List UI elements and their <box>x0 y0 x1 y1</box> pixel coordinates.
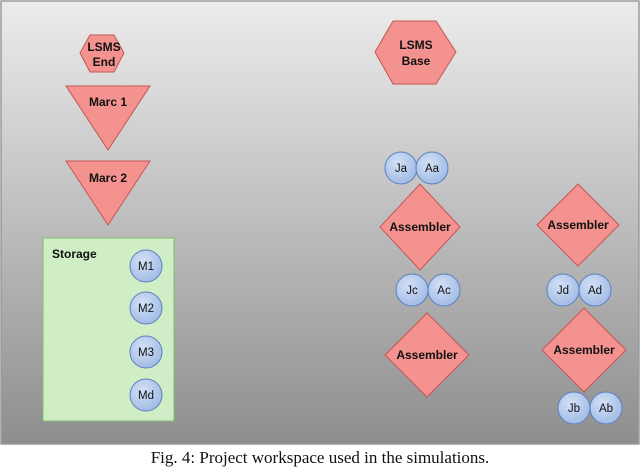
workspace-canvas: LSMS End LSMS Base Marc 1 Marc 2 Storage… <box>0 0 640 445</box>
circle-ac: Ac <box>427 273 461 307</box>
circle-ac-label: Ac <box>437 285 451 297</box>
storage-slot-m2: M2 <box>129 291 163 325</box>
storage-slot-m3-label: M3 <box>138 347 154 359</box>
marc2-node: Marc 2 <box>65 160 151 226</box>
assembler-1-label: Assembler <box>389 220 451 234</box>
assembler-1-node: Assembler <box>379 183 461 271</box>
project-workspace: LSMS End LSMS Base Marc 1 Marc 2 Storage… <box>0 0 640 445</box>
assembler-3-label: Assembler <box>547 218 609 232</box>
marc1-label: Marc 1 <box>89 95 127 109</box>
storage-slot-m3: M3 <box>129 335 163 369</box>
storage-slot-m1: M1 <box>129 249 163 283</box>
storage-slot-md-label: Md <box>138 390 154 402</box>
lsms-base-label-2: Base <box>402 54 431 68</box>
storage-slot-m1-label: M1 <box>138 261 154 273</box>
assembler-2-label: Assembler <box>396 348 458 362</box>
circle-jd-label: Jd <box>557 285 569 297</box>
lsms-base-label-1: LSMS <box>399 38 432 52</box>
circle-aa-label: Aa <box>425 163 440 175</box>
lsms-end-label-1: LSMS <box>87 40 120 54</box>
circle-ad-label: Ad <box>588 285 602 297</box>
circle-jc: Jc <box>395 273 429 307</box>
circle-aa: Aa <box>415 151 449 185</box>
circle-ab: Ab <box>589 391 623 425</box>
circle-ab-label: Ab <box>599 403 613 415</box>
assembler-3-node: Assembler <box>536 183 620 267</box>
circle-ja-label: Ja <box>395 163 408 175</box>
marc2-label: Marc 2 <box>89 171 127 185</box>
circle-jb: Jb <box>557 391 591 425</box>
circle-ad: Ad <box>578 273 612 307</box>
assembler-2-node: Assembler <box>384 312 470 398</box>
assembler-4-label: Assembler <box>553 343 615 357</box>
storage-slot-m2-label: M2 <box>138 303 154 315</box>
storage-node: Storage M1 M2 M3 Md <box>42 237 175 422</box>
storage-slot-md: Md <box>129 378 163 412</box>
lsms-end-node: LSMS End <box>79 34 125 73</box>
storage-label: Storage <box>52 247 97 261</box>
circle-ja: Ja <box>384 151 418 185</box>
circle-jd: Jd <box>546 273 580 307</box>
lsms-base-node: LSMS Base <box>374 20 457 85</box>
lsms-end-label-2: End <box>93 55 116 69</box>
circle-jc-label: Jc <box>406 285 418 297</box>
assembler-4-node: Assembler <box>541 307 627 393</box>
circle-jb-label: Jb <box>568 403 580 415</box>
marc1-node: Marc 1 <box>65 85 151 151</box>
figure-caption: Fig. 4: Project workspace used in the si… <box>150 448 490 467</box>
